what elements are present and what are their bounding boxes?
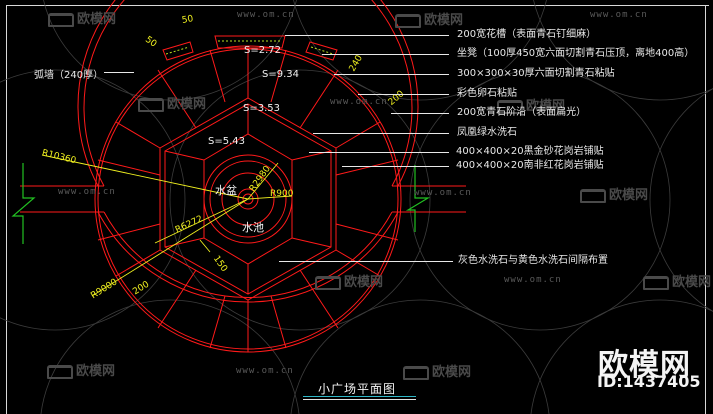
drawing-frame-top <box>6 5 709 6</box>
watermark-url: www.om.cn <box>58 187 116 197</box>
break-lines <box>11 163 431 244</box>
watermark-url: www.om.cn <box>330 97 388 107</box>
area-label: S=9.34 <box>262 69 299 80</box>
brand-watermark: 欧模网 <box>598 348 691 383</box>
watermark-id: ID:1437405 <box>597 372 701 391</box>
watermark-logo: 欧模网 <box>48 8 116 27</box>
title-underline <box>303 396 416 397</box>
pool-label: 水池 <box>242 221 264 234</box>
area-label: S=3.53 <box>243 103 280 114</box>
leader-line <box>342 166 449 167</box>
watermark-url: www.om.cn <box>590 10 648 20</box>
arc-wall-label: 弧墙（240厚） <box>34 70 104 81</box>
drawing-frame-right <box>705 5 706 414</box>
material-note: 彩色卵石粘贴 <box>457 88 517 99</box>
dimension-50: 50 <box>181 14 195 26</box>
title-underline <box>303 399 416 400</box>
leader-line <box>322 54 449 55</box>
radius-900: R900 <box>270 189 294 199</box>
area-label: S=2.72 <box>244 45 281 56</box>
material-note: 400×400×20南非红花岗岩铺贴 <box>456 160 604 171</box>
watermark-logo: 欧模网 <box>47 360 115 379</box>
leader-line <box>391 113 449 114</box>
watermark-logo: 欧模网 <box>580 184 648 203</box>
material-note: 坐凳（100厚450宽六面切割青石压顶，离地400高） <box>457 48 695 59</box>
watermark-logo: 欧模网 <box>138 93 206 112</box>
dimension-lines <box>41 154 293 297</box>
leader-line <box>358 94 449 95</box>
leader-line <box>104 72 134 73</box>
leader-line <box>279 261 453 262</box>
leader-line <box>309 152 449 153</box>
watermark-logo: 欧模网 <box>403 361 471 380</box>
watermark-url: www.om.cn <box>504 275 562 285</box>
watermark-url: www.om.cn <box>237 10 295 20</box>
watermark-logo: 欧模网 <box>497 95 565 114</box>
material-note: 300×300×30厚六面切割青石粘贴 <box>457 68 615 79</box>
area-label: S=5.43 <box>208 136 245 147</box>
material-note: 400×400×20黑金砂花岗岩铺贴 <box>456 146 604 157</box>
material-note: 200宽青石阶沿（表面扁光） <box>457 107 587 118</box>
drawing-title: 小广场平面图 <box>318 382 397 396</box>
material-note: 200宽花槽（表面青石钉细麻） <box>457 29 597 40</box>
watermark-logo: 欧模网 <box>395 9 463 28</box>
material-note: 灰色水洗石与黄色水洗石间隔布置 <box>458 255 608 266</box>
watermark-url: www.om.cn <box>414 188 472 198</box>
plaza-plan <box>20 0 466 353</box>
leader-line <box>334 74 449 75</box>
watermark-logo: 欧模网 <box>315 271 383 290</box>
watermark-url: www.om.cn <box>236 366 294 376</box>
drawing-frame-left <box>6 5 7 414</box>
leader-line <box>313 133 449 134</box>
basin-label: 水盆 <box>215 184 237 197</box>
material-note: 凤凰绿水洗石 <box>457 127 517 138</box>
watermark-logo: 欧模网 <box>643 271 711 290</box>
leader-line <box>285 35 449 36</box>
